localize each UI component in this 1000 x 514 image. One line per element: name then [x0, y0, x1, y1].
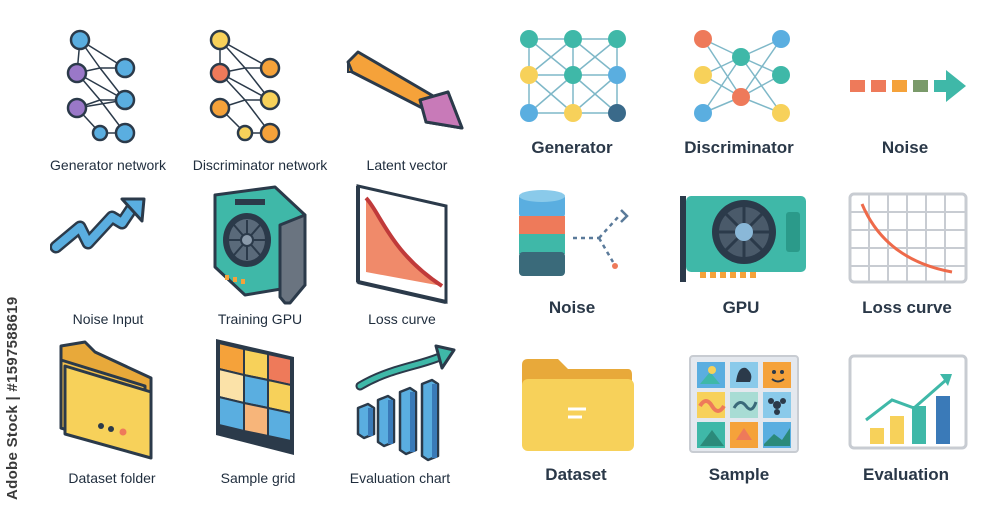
- sample-grid-flat-icon: [689, 355, 799, 453]
- noise-arrow-label: Noise: [881, 138, 929, 157]
- latent-vector-icon: [346, 50, 464, 130]
- gpu-label: GPU: [722, 298, 760, 317]
- gpu-icon: [680, 196, 806, 282]
- loss-curve-label: Loss curve: [368, 311, 436, 327]
- noise-input-label: Noise Input: [72, 311, 144, 327]
- discriminator-icon: [694, 30, 790, 122]
- training-gpu-label: Training GPU: [217, 311, 303, 327]
- sample-grid-icon: [216, 339, 294, 455]
- noise-stack-label: Noise: [548, 298, 596, 317]
- noise-stack-icon: [519, 190, 629, 276]
- dataset-label: Dataset: [545, 465, 607, 484]
- dataset-folder-flat-icon: [522, 359, 634, 451]
- loss-curve-icon: [356, 184, 448, 304]
- dataset-folder-label: Dataset folder: [68, 470, 156, 486]
- generator-network-icon: [66, 29, 136, 144]
- generator-icon: [520, 30, 626, 122]
- discriminator-label: Discriminator: [684, 138, 794, 157]
- evaluation-chart-flat-icon: [848, 354, 968, 450]
- evaluation-label: Evaluation: [863, 465, 949, 484]
- generator-network-label: Generator network: [50, 157, 166, 173]
- noise-arrow-icon: [850, 70, 966, 102]
- evaluation-chart-icon: [355, 344, 456, 462]
- loss-curve-grid-icon: [848, 192, 968, 284]
- training-gpu-icon: [213, 185, 307, 305]
- sample-label: Sample: [708, 465, 770, 484]
- latent-vector-label: Latent vector: [366, 157, 448, 173]
- stock-watermark: Adobe Stock | #1597588619: [4, 296, 21, 500]
- discriminator-network-label: Discriminator network: [192, 157, 328, 173]
- dataset-folder-icon: [59, 340, 153, 460]
- loss-curve-grid-label: Loss curve: [862, 298, 952, 317]
- sample-grid-label: Sample grid: [220, 470, 296, 486]
- evaluation-chart-label: Evaluation chart: [349, 470, 451, 486]
- noise-input-icon: [50, 197, 146, 254]
- generator-label: Generator: [531, 138, 613, 157]
- discriminator-network-icon: [209, 29, 281, 144]
